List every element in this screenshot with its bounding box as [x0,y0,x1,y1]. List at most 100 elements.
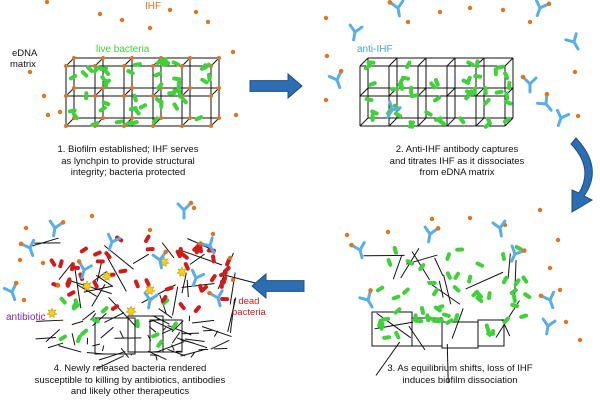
antibody-arm [353,25,364,34]
antibody-arm [158,251,167,262]
loose-edna-strand [58,262,73,280]
live-bacterium [501,275,509,285]
anti-ihf-antibody [349,241,366,260]
anti-ihf-antibody [48,219,66,238]
live-bacterium [151,332,160,339]
bound-ihf-dot [538,293,544,299]
dead-bacterium [93,250,102,257]
tangled-edna-strand [171,331,181,344]
ihf-node [188,86,192,90]
live-bacterium [132,62,142,67]
loose-edna-strand [182,250,223,266]
tangled-edna-strand [158,308,173,319]
loose-edna-strand [161,242,175,259]
live-bacterium [363,63,372,71]
live-bacterium [407,120,416,129]
live-bacterium [466,89,474,98]
ihf-dot [324,53,330,59]
live-bacterium [427,281,437,286]
antibiotic-star [176,266,188,278]
edna-box [127,315,164,353]
dead-bacterium [49,258,57,267]
caption-step2-line1: 2. Anti-IHF antibody captures [395,144,519,155]
live-bacterium [162,57,171,66]
live-bacterium [466,60,475,67]
dead-bacterium [178,246,184,256]
live-bacterium [98,105,107,113]
ihf-dot [17,257,23,263]
loose-edna-strand [96,260,103,282]
dead-bacterium [92,280,99,289]
tangled-edna-strand [119,330,124,339]
ihf-dot [230,49,236,55]
edna-box [371,311,413,347]
dead-bacterium [71,265,80,271]
antibody-arm [366,290,372,302]
live-bacterium [455,247,465,252]
ihf-dot [97,11,103,17]
ihf-dot [467,5,473,11]
live-bacterium [177,89,183,99]
antibody-arm [82,264,93,272]
ihf-label: IHF [145,1,162,12]
ihf-node [180,64,184,68]
caption-step4-line3: and likely other therapeutics [70,386,190,397]
live-bacterium [452,285,461,293]
loose-edna-strand [438,280,444,298]
live-bacterium [453,271,461,280]
panel1-matrix [64,56,221,128]
ihf-dot [467,215,473,221]
ihf-dot [500,7,506,13]
live-bacterium [156,82,164,91]
live-bacterium [432,288,439,297]
ihf-node [130,86,134,90]
ihf-node [151,94,155,98]
live-bacterium [132,93,138,103]
anti-ihf-antibody [151,249,168,270]
bound-ihf-dot [387,0,393,5]
ihf-node [122,94,126,98]
live-bacterium [409,85,414,95]
ihf-dot [575,113,581,119]
dead-bacterium [175,249,182,259]
loose-edna-strand [465,271,504,290]
dead-bacterium [144,234,151,243]
ihf-dot [563,319,569,325]
anti-ihf-antibody [198,236,216,255]
live-bacterium [445,318,454,325]
bound-ihf-dot [544,91,550,97]
live-bacterium [433,95,442,103]
antibiotic-star [125,305,137,317]
live-bacterium [494,89,504,95]
tangled-edna-strand [171,320,184,333]
antibody-layer [2,0,580,336]
bound-ihf-dot [163,249,168,255]
loose-edna-strand [427,281,461,305]
tangled-edna-strand [191,319,215,324]
dead-bacterium [219,279,224,289]
antibody-arm [538,2,550,10]
live-bacterium [502,316,510,325]
ihf-dot [527,19,533,25]
dead-bacterium [183,262,190,271]
ihf-dot [191,205,197,211]
tangled-edna-strand [162,327,167,331]
ihf-dot [57,109,63,115]
live-bacterium [504,91,510,101]
tangled-edna-strand [155,341,185,353]
bound-ihf-dot [76,259,82,264]
ihf-dot [119,17,125,23]
antibody-arm [572,32,578,44]
dead-bacterium [144,278,151,287]
ihf-dot [27,69,33,75]
bound-ihf-dot [338,68,344,74]
ihf-node [72,56,76,60]
live-bacterium [153,71,163,78]
live-bacterium [433,78,440,87]
arrow-step3-to-step4 [251,272,305,300]
bound-ihf-dot [520,74,526,80]
tangled-edna-strand [104,312,125,323]
ihf-node [64,94,68,98]
live-bacterium [382,335,392,340]
antibody-arm [544,94,549,106]
